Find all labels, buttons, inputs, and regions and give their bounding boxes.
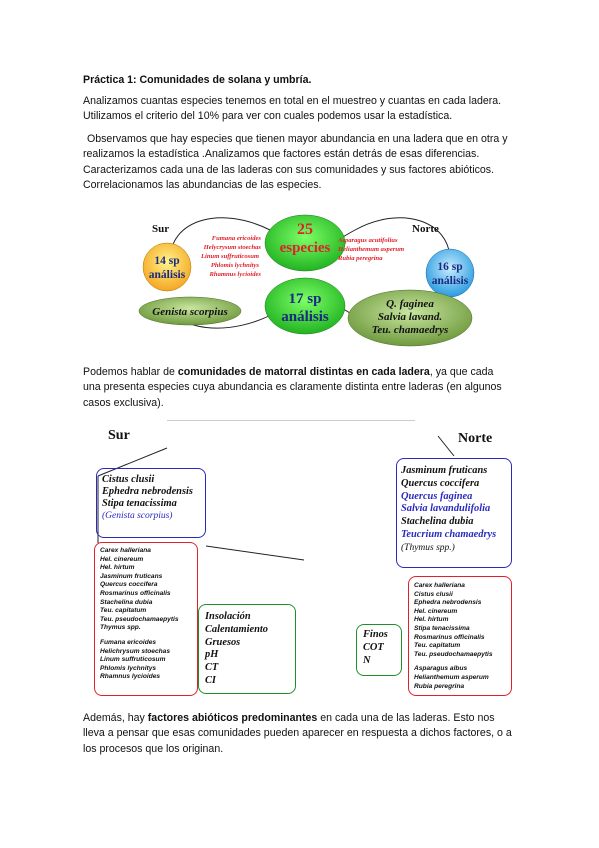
left-species-list: Fumana ericoides Helycrysum stoechas Lin…	[200, 235, 261, 278]
paragraph-4-emphasis: factores abióticos predominantes	[147, 712, 318, 724]
norte-red-1-7: Teu. capitatum	[414, 642, 461, 650]
right-community-ellipse	[347, 289, 473, 347]
sur-red-1-9: Thymus spp.	[100, 624, 141, 632]
norte-red-1-1: Cistus clusii	[414, 590, 453, 598]
total-label: especies	[280, 240, 331, 256]
left-community: Genista scorpius	[152, 306, 228, 318]
sur-factors-box: Insolación Calentamiento Gruesos pH CT C…	[198, 604, 296, 694]
sur-red-1-7: Teu. capitatum	[100, 607, 147, 615]
paragraph-3-emphasis: comunidades de matorral distintas en cad…	[177, 366, 430, 378]
norte-blue-1: Quercus coccifera	[401, 477, 480, 489]
center-circle	[264, 277, 346, 335]
sur-blue-note: (Genista scorpius)	[102, 511, 173, 521]
norte-factor-1: COT	[363, 641, 384, 653]
sur-red-2-1: Helichrysum stoechas	[100, 647, 170, 655]
left-count: 14 sp	[154, 255, 179, 267]
left-species-4: Rhamnus lycioides	[209, 271, 262, 278]
norte-red-2-2: Rubia peregrina	[414, 682, 465, 690]
sur-red-1-4: Quercus coccifera	[100, 581, 158, 589]
fig1-norte-label: Norte	[412, 223, 439, 235]
sur-red-2-2: Linum suffruticosum	[100, 656, 166, 664]
norte-blue-note: (Thymus spp.)	[401, 542, 455, 553]
paragraph-4: Además, hay factores abióticos predomina…	[83, 711, 513, 757]
sur-factor-5: CI	[205, 674, 216, 686]
right-count-circle	[425, 248, 475, 298]
sur-red-1-3: Jasminum fruticans	[100, 572, 163, 580]
norte-red-1-3: Hel. cinereum	[414, 607, 458, 615]
sur-red-1-2: Hel. hirtum	[100, 564, 135, 572]
left-label: análisis	[149, 269, 186, 281]
paragraph-1: Analizamos cuantas especies tenemos en t…	[83, 95, 502, 123]
sur-red-1-5: Rosmarinus officinalis	[100, 589, 171, 597]
sur-red-2-0: Fumana ericoides	[100, 638, 157, 646]
fig2-sur-label: Sur	[108, 428, 130, 443]
sur-factor-2: Gruesos	[205, 636, 241, 648]
sur-exclusive-box: Cistus clusii Ephedra nebrodensis Stipa …	[96, 468, 206, 538]
center-count: 17 sp	[289, 291, 322, 307]
left-species-1: Helycrysum stoechas	[203, 244, 262, 251]
paragraph-4-start: Además, hay	[83, 712, 148, 724]
figure-community-diagram: Sur Norte Cistus clusii Ephedra nebroden…	[92, 418, 512, 700]
sur-red-1-8: Teu. pseudochamaepytis	[100, 615, 179, 623]
right-species-2: Rubia peregrina	[337, 255, 383, 262]
norte-red-2-1: Helianthemum asperum	[414, 673, 489, 681]
norte-factor-2: N	[363, 654, 371, 666]
norte-red-1-5: Stipa tenacissima	[414, 624, 470, 632]
left-community-ellipse	[138, 296, 242, 326]
sur-factor-0: Insolación	[205, 611, 251, 622]
norte-red-1-6: Rosmarinus officinalis	[414, 633, 485, 641]
norte-red-1-4: Hel. hirtum	[414, 616, 449, 624]
total-count: 25	[297, 221, 313, 238]
fig2-norte-label: Norte	[458, 431, 493, 446]
sur-blue-2: Stipa tenacissima	[102, 498, 177, 509]
center-label: análisis	[281, 309, 329, 325]
right-species-list: Asparagus acutifolius Helianthemum asper…	[337, 237, 404, 262]
sur-species-box: Carex halleriana Hel. cinereum Hel. hirt…	[94, 542, 198, 696]
paragraph-3: Podemos hablar de comunidades de matorra…	[83, 365, 513, 411]
sur-red-1-0: Carex halleriana	[100, 547, 151, 554]
norte-blue-2: Quercus faginea	[401, 490, 473, 502]
right-community-0: Q. faginea	[386, 298, 434, 310]
sur-factor-3: pH	[205, 649, 219, 661]
paragraph-3-start: Podemos hablar de	[83, 366, 178, 378]
sur-red-1-1: Hel. cinereum	[100, 555, 144, 563]
left-species-0: Fumana ericoides	[212, 235, 262, 242]
norte-red-1-8: Teu. pseudochamaepytis	[414, 650, 493, 658]
left-count-circle	[142, 242, 192, 292]
paragraph-4-end: en cada una de las laderas. Esto nos lle…	[83, 712, 512, 755]
right-community-1: Salvia lavand.	[378, 311, 442, 323]
sur-factor-4: CT	[205, 662, 219, 674]
norte-exclusive-box: Jasminum fruticans Quercus coccifera Que…	[396, 458, 512, 568]
fig1-sur-label: Sur	[152, 223, 169, 235]
paragraph-2: Observamos que hay especies que tienen m…	[83, 133, 508, 191]
norte-red-2-0: Asparagus albus	[414, 665, 468, 673]
norte-factor-0: Finos	[363, 629, 388, 640]
sur-red-1-6: Stachelina dubia	[100, 598, 153, 606]
paragraph-3-end: , ya que cada una presenta especies cuya…	[83, 366, 502, 409]
left-species-3: Phlomis lychnitys	[211, 262, 260, 269]
doc-title: Práctica 1: Comunidades de solana y umbr…	[83, 74, 312, 86]
norte-blue-5: Teucrium chamaedrys	[401, 528, 497, 540]
right-community-2: Teu. chamaedrys	[372, 324, 449, 336]
norte-blue-4: Stachelina dubia	[401, 516, 474, 528]
sur-red-2-3: Phlomis lychnitys	[100, 664, 157, 672]
left-species-2: Linum suffruticosum	[200, 253, 259, 260]
total-circle	[264, 214, 346, 272]
norte-species-box: Carex halleriana Cistus clusii Ephedra n…	[408, 576, 512, 696]
norte-factors-box: Finos COT N	[356, 624, 402, 676]
norte-blue-3: Salvia lavandulifolia	[401, 503, 491, 515]
sur-factor-1: Calentamiento	[205, 623, 268, 635]
norte-blue-0: Jasminum fruticans	[401, 465, 488, 476]
right-species-0: Asparagus acutifolius	[337, 237, 398, 244]
right-count: 16 sp	[437, 261, 462, 273]
right-label: análisis	[432, 275, 469, 287]
norte-red-1-2: Ephedra nebrodensis	[414, 599, 482, 607]
sur-blue-0: Cistus clusii	[102, 474, 155, 485]
sur-red-2-4: Rhamnus lycioides	[100, 673, 161, 681]
norte-red-1-0: Carex halleriana	[414, 582, 465, 589]
figure-species-diagram: 14 sp análisis 16 sp análisis 25 especie…	[138, 214, 475, 347]
right-species-1: Helianthemum asperum	[337, 246, 404, 253]
sur-blue-1: Ephedra nebrodensis	[102, 486, 193, 497]
